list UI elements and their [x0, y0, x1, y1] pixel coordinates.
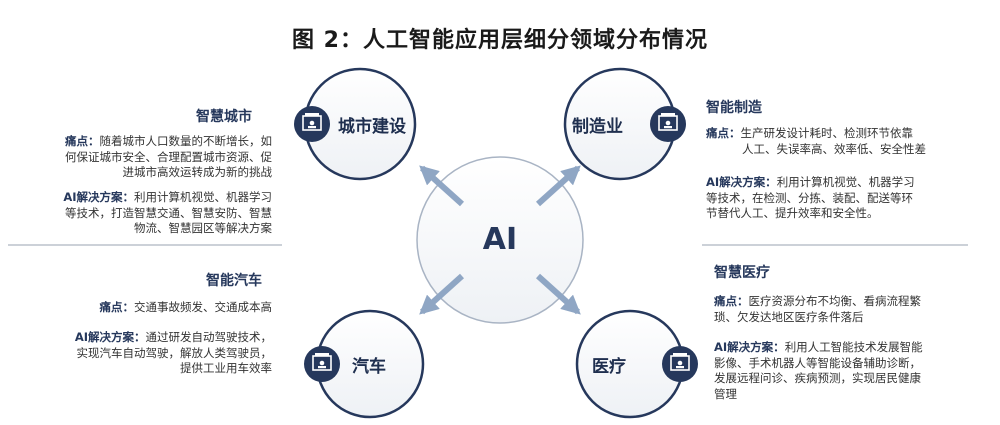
ai-center-label: AI: [482, 222, 518, 257]
section-med-pain: 痛点：医疗资源分布不均衡、看病流程繁 琐、欠发达地区医疗条件落后: [714, 294, 921, 324]
node-car-label: 汽车: [352, 357, 386, 377]
page-title: 图 2：人工智能应用层细分领域分布情况: [292, 28, 708, 53]
node-med-label: 医疗: [592, 357, 626, 377]
section-mfg-ai: AI解决方案：利用计算机视觉、机器学习 等技术，在检测、分拣、装配、配送等环 节…: [706, 175, 915, 220]
node-city-label: 城市建设: [338, 117, 406, 137]
arrow-to-car: [419, 273, 465, 315]
arrow-to-city: [419, 165, 465, 207]
certificate-icon: [294, 106, 330, 142]
node-mfg-label: 制造业: [572, 117, 623, 137]
arrow-to-mfg: [535, 165, 581, 207]
section-car-pain: 痛点：交通事故频发、交通成本高: [99, 300, 273, 314]
section-mfg-pain: 痛点：生产研发设计耗时、检测环节依靠 人工、失误率高、效率低、安全性差: [706, 126, 926, 156]
section-med-ai: AI解决方案：利用人工智能技术发展智能 影像、手术机器人等智能设备辅助诊断， 发…: [714, 340, 923, 401]
section-city-ai: AI解决方案：利用计算机视觉、机器学习 等技术，打造智慧交通、智慧安防、智慧 物…: [63, 190, 272, 235]
certificate-icon: [650, 106, 686, 142]
section-car-title: 智能汽车: [206, 273, 262, 289]
section-mfg-title: 智能制造: [706, 100, 762, 116]
pain-key: 痛点：: [65, 134, 100, 148]
certificate-icon: [662, 346, 698, 382]
arrow-to-med: [535, 273, 581, 315]
section-med-title: 智慧医疗: [714, 265, 770, 281]
certificate-icon: [304, 346, 340, 382]
section-car-ai: AI解决方案：通过研发自动驾驶技术， 实现汽车自动驾驶，解放人类驾驶员， 提供工…: [74, 330, 272, 375]
section-city-title: 智慧城市: [196, 109, 252, 125]
ai-key: AI解决方案：: [63, 190, 134, 204]
section-city-pain: 痛点：随着城市人口数量的不断增长，如 何保证城市安全、合理配置城市资源、促 进城…: [65, 134, 272, 179]
